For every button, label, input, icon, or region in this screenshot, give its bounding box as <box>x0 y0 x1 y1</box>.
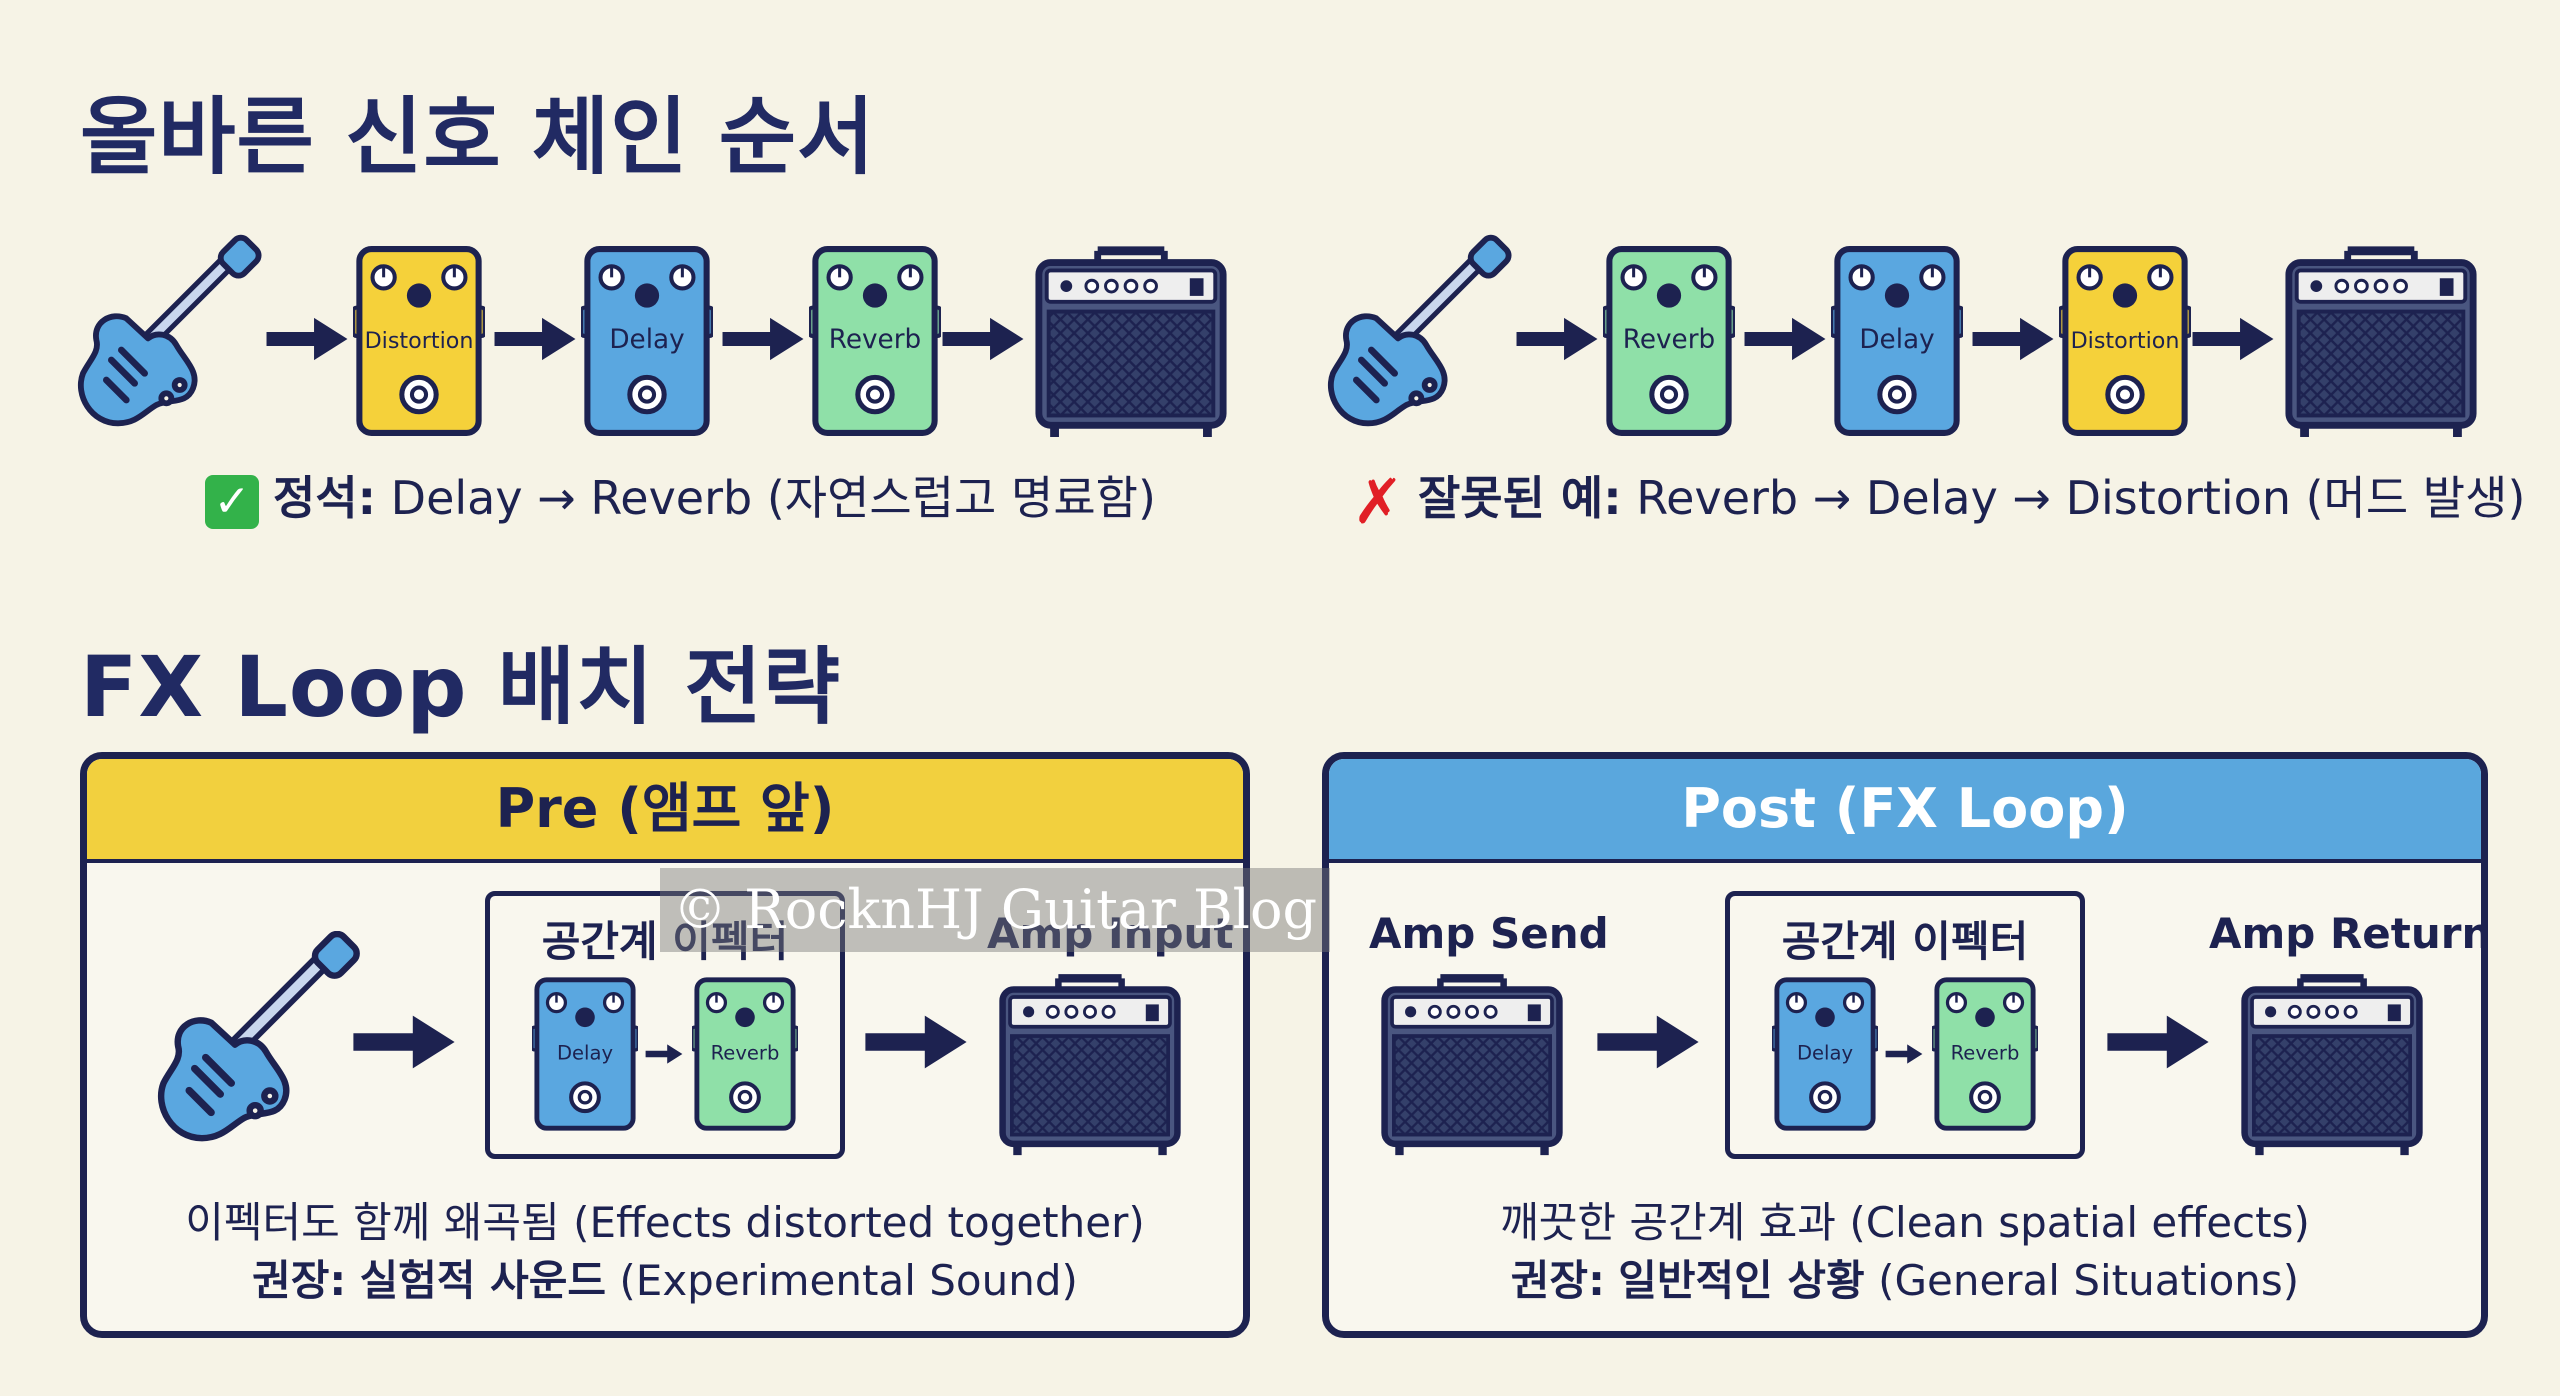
pre-panel-header: Pre (앰프 앞) <box>87 759 1243 863</box>
pre-line1-ko: 이펙터도 함께 왜곡됨 <box>185 1198 560 1247</box>
arrow-icon <box>2103 1009 2213 1075</box>
post-line1-en: (Clean spatial effects) <box>1849 1198 2310 1247</box>
correct-caption-prefix: 정석: <box>273 471 377 525</box>
post-line1: 깨끗한 공간계 효과 (Clean spatial effects) <box>1329 1189 2481 1250</box>
amp-input-label: Amp Input <box>987 909 1234 958</box>
arrow-icon <box>719 311 807 371</box>
amp-icon <box>2239 965 2425 1161</box>
section1-title: 올바른 신호 체인 순서 <box>80 88 876 186</box>
svg-text:Delay: Delay <box>609 325 684 355</box>
arrow-icon <box>939 311 1027 371</box>
arrow-icon <box>861 1009 971 1075</box>
guitar-icon <box>147 931 367 1151</box>
guitar-icon <box>68 215 268 459</box>
svg-text:Distortion: Distortion <box>365 328 474 354</box>
arrow-icon <box>644 1041 684 1067</box>
arrow-icon <box>1884 1041 1924 1067</box>
arrow-icon <box>1593 1009 1703 1075</box>
cross-mark-icon: ✗ <box>1352 464 1404 538</box>
post-recommend-label: 권장: <box>1510 1256 1605 1305</box>
distortion-pedal: Distortion <box>351 245 487 441</box>
post-line2: 권장: 일반적인 상황 (General Situations) <box>1329 1247 2481 1308</box>
amp-icon <box>1033 235 1229 449</box>
wrong-caption-prefix: 잘못된 예: <box>1417 471 1622 525</box>
correct-signal-chain: Distortion Delay Reverb <box>78 205 1298 455</box>
pre-line2: 권장: 실험적 사운드 (Experimental Sound) <box>87 1247 1243 1308</box>
arrow-icon <box>263 311 351 371</box>
distortion-pedal: Distortion <box>2057 245 2193 441</box>
post-recommend-text: 일반적인 상황 <box>1618 1256 1865 1305</box>
reverb-pedal: Reverb <box>1601 245 1737 441</box>
amp-icon <box>997 965 1183 1161</box>
reverb-pedal: Reverb <box>1930 976 2040 1136</box>
arrow-icon <box>491 311 579 371</box>
pre-recommend-text: 실험적 사운드 <box>359 1256 607 1305</box>
delay-pedal: Delay <box>1829 245 1965 441</box>
svg-text:Distortion: Distortion <box>2071 328 2180 354</box>
arrow-icon <box>349 1009 459 1075</box>
amp-send-label: Amp Send <box>1369 909 1609 958</box>
wrong-caption: ✗잘못된 예: Reverb → Delay → Distortion (머드 … <box>1352 462 2526 538</box>
amp-icon <box>2283 235 2479 449</box>
check-mark-icon: ✓ <box>205 474 259 529</box>
wrong-signal-chain: Reverb Delay Distortion <box>1328 205 2548 455</box>
post-line2-en: (General Situations) <box>1878 1256 2300 1305</box>
arrow-icon <box>1741 311 1829 371</box>
section2-title: FX Loop 배치 전략 <box>80 638 842 736</box>
svg-text:Delay: Delay <box>557 1042 613 1065</box>
pre-recommend-label: 권장: <box>252 1256 347 1305</box>
svg-text:Reverb: Reverb <box>1623 325 1715 355</box>
svg-text:Delay: Delay <box>1859 325 1934 355</box>
arrow-icon <box>1513 311 1601 371</box>
svg-text:Reverb: Reverb <box>711 1042 780 1065</box>
spatial-effects-title: 공간계 이펙터 <box>1781 917 2029 966</box>
correct-caption-text: Delay → Reverb (자연스럽고 명료함) <box>390 471 1156 525</box>
pre-line2-en: (Experimental Sound) <box>619 1256 1078 1305</box>
pre-panel: Pre (앰프 앞) 공간계 이펙터 Delay Reverb Amp Inpu… <box>80 752 1250 1338</box>
spatial-effects-title: 공간계 이펙터 <box>541 917 789 966</box>
correct-caption: ✓ 정석: Delay → Reverb (자연스럽고 명료함) <box>205 462 1156 529</box>
watermark: © RocknHJ Guitar Blog <box>660 868 1330 952</box>
svg-text:Delay: Delay <box>1797 1042 1853 1065</box>
arrow-icon <box>2189 311 2277 371</box>
post-panel-header: Post (FX Loop) <box>1329 759 2481 863</box>
pre-line1: 이펙터도 함께 왜곡됨 (Effects distorted together) <box>87 1189 1243 1250</box>
reverb-pedal: Reverb <box>690 976 800 1136</box>
spatial-effects-box: 공간계 이펙터 Delay Reverb <box>1725 891 2085 1159</box>
arrow-icon <box>1969 311 2057 371</box>
svg-text:Reverb: Reverb <box>1951 1042 2020 1065</box>
wrong-caption-text: Reverb → Delay → Distortion (머드 발생) <box>1636 471 2526 525</box>
svg-text:Reverb: Reverb <box>829 325 921 355</box>
delay-pedal: Delay <box>530 976 640 1136</box>
pre-line1-en: (Effects distorted together) <box>573 1198 1145 1247</box>
amp-return-label: Amp Return <box>2209 909 2488 958</box>
amp-icon <box>1379 965 1565 1161</box>
post-panel: Post (FX Loop) Amp Send 공간계 이펙터 Delay Re… <box>1322 752 2488 1338</box>
post-line1-ko: 깨끗한 공간계 효과 <box>1500 1198 1836 1247</box>
delay-pedal: Delay <box>1770 976 1880 1136</box>
reverb-pedal: Reverb <box>807 245 943 441</box>
delay-pedal: Delay <box>579 245 715 441</box>
spatial-effects-box: 공간계 이펙터 Delay Reverb <box>485 891 845 1159</box>
guitar-icon <box>1318 215 1518 459</box>
